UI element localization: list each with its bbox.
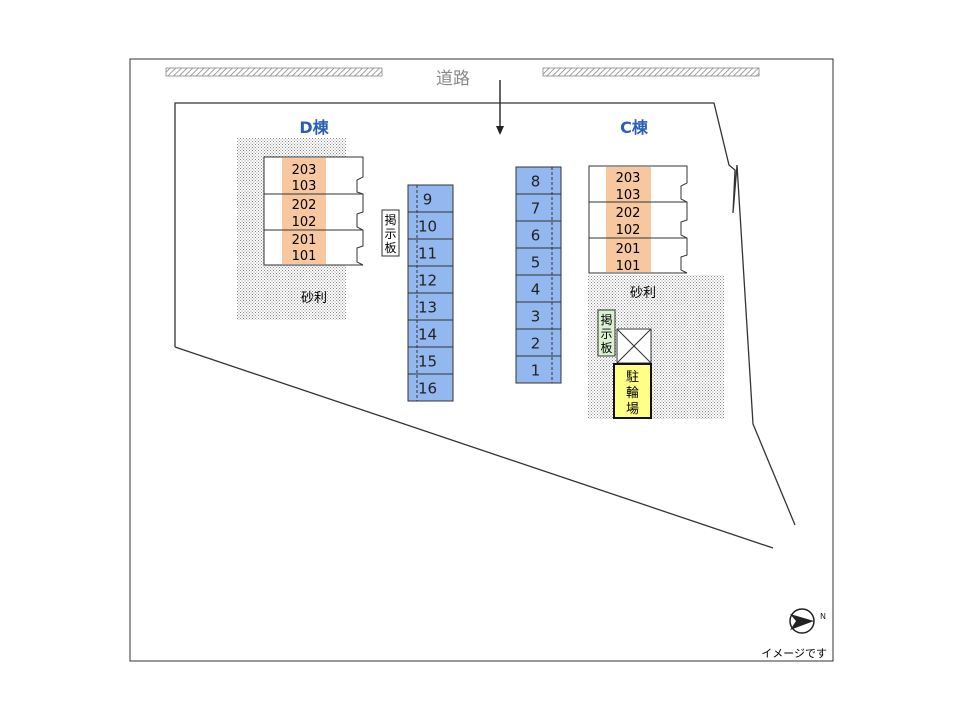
- d-building-title: D棟: [299, 118, 329, 137]
- parking-space-10: 10: [418, 218, 437, 236]
- d-unit-203: 203: [292, 163, 317, 178]
- d-unit-201: 201: [292, 233, 317, 248]
- parking-space-16: 16: [418, 380, 437, 398]
- parking-space-9: 9: [423, 191, 433, 209]
- notice-board-d-char-1: 掲: [384, 212, 396, 227]
- bicycle-parking-char-3: 場: [626, 402, 639, 417]
- parking-space-12: 12: [418, 272, 437, 290]
- parking-space-13: 13: [418, 299, 437, 317]
- parking-space-11: 11: [418, 245, 437, 263]
- road-strip-right: [542, 67, 760, 77]
- road-label: 道路: [436, 69, 470, 89]
- notice-board-d-char-3: 板: [384, 241, 396, 255]
- c-building-title: C棟: [620, 118, 649, 137]
- c-unit-103: 103: [616, 188, 641, 203]
- c-unit-202: 202: [616, 206, 641, 221]
- notice-board-d: 掲 示 板: [381, 209, 400, 257]
- parking-space-4: 4: [531, 281, 541, 299]
- c-unit-102: 102: [616, 223, 641, 238]
- bicycle-parking-char-1: 駐: [626, 370, 639, 385]
- c-building: 203 103 202 102 201 101: [588, 165, 688, 274]
- notice-board-d-char-2: 示: [384, 227, 396, 241]
- notice-board-c-char-2: 示: [600, 327, 612, 341]
- c-unit-203: 203: [616, 171, 641, 186]
- c-unit-201: 201: [616, 242, 641, 257]
- d-unit-102: 102: [292, 215, 317, 230]
- parking-space-2: 2: [531, 335, 541, 353]
- parking-space-1: 1: [531, 362, 541, 380]
- compass-letter: N: [820, 612, 826, 621]
- parking-column-left: 9 10 11 12 13 14 15 16: [407, 184, 454, 402]
- bicycle-parking: 駐 輪 場: [613, 363, 652, 419]
- d-unit-103: 103: [292, 179, 317, 194]
- parking-space-6: 6: [531, 227, 541, 245]
- c-unit-101: 101: [616, 259, 641, 274]
- parking-space-8: 8: [531, 173, 541, 191]
- crossed-box: [616, 328, 652, 364]
- parking-space-15: 15: [418, 353, 437, 371]
- parking-space-5: 5: [531, 254, 541, 272]
- notice-board-c-char-1: 掲: [600, 312, 612, 327]
- property-boundary-south: [174, 346, 774, 549]
- d-unit-101: 101: [292, 249, 317, 264]
- image-note: イメージです: [761, 647, 827, 660]
- compass-icon: N: [789, 608, 826, 634]
- d-building: 203 103 202 102 201 101: [263, 156, 364, 266]
- gravel-label-d: 砂利: [301, 291, 327, 306]
- parking-space-14: 14: [418, 326, 437, 344]
- road-strip-left: [165, 67, 383, 77]
- property-boundary: [174, 102, 796, 526]
- parking-column-right: 8 7 6 5 4 3 2 1: [515, 166, 562, 384]
- d-unit-202: 202: [292, 198, 317, 213]
- gravel-label-c: 砂利: [630, 286, 656, 301]
- notice-board-c: 掲 示 板: [597, 309, 616, 357]
- parking-space-7: 7: [531, 200, 541, 218]
- parking-space-3: 3: [531, 308, 541, 326]
- map-frame: [129, 58, 834, 662]
- entrance-arrow: [496, 80, 504, 135]
- notice-board-c-char-3: 板: [600, 341, 612, 355]
- bicycle-parking-char-2: 輪: [626, 385, 639, 401]
